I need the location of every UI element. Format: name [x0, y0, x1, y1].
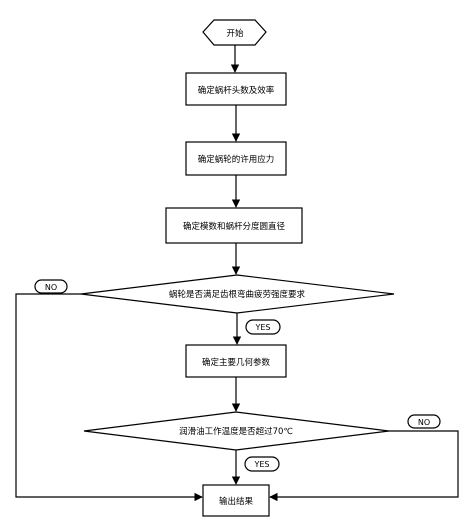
step-label: 输出结果 — [219, 496, 254, 507]
start-node: 开始 — [202, 19, 267, 46]
no-label-text: NO — [418, 418, 430, 427]
step-label: 确定模数和蜗杆分度圆直径 — [183, 221, 286, 232]
step-label: 确定蜗杆头数及效率 — [198, 85, 275, 96]
no-label-1: NO — [34, 279, 68, 294]
step-label: 确定蜗轮的许用应力 — [198, 154, 275, 165]
decision-label: 润滑油工作温度是否超过70℃ — [179, 426, 293, 437]
yes-label-1: YES — [245, 319, 281, 335]
no-branch-connector-2 — [269, 430, 459, 502]
step-determine-module-diameter: 确定模数和蜗杆分度圆直径 — [165, 207, 303, 244]
decision-fatigue-strength: 蜗轮是否满足齿根弯曲疲劳强度要求 — [80, 274, 395, 314]
step-label: 确定主要几何参数 — [202, 357, 271, 368]
no-branch-connector-1 — [15, 293, 203, 502]
start-label: 开始 — [226, 28, 244, 39]
step-determine-geometry: 确定主要几何参数 — [185, 344, 287, 378]
step-determine-allowable-stress: 确定蜗轮的许用应力 — [185, 141, 287, 176]
step-output-results: 输出结果 — [202, 484, 270, 517]
yes-label-2: YES — [244, 456, 280, 472]
yes-label-text: YES — [253, 460, 269, 469]
step-determine-worm-heads: 确定蜗杆头数及效率 — [185, 72, 287, 106]
no-label-2: NO — [407, 414, 441, 429]
decision-oil-temperature: 润滑油工作温度是否超过70℃ — [83, 411, 390, 451]
yes-label-text: YES — [254, 323, 270, 332]
no-label-text: NO — [45, 283, 57, 292]
decision-label: 蜗轮是否满足齿根弯曲疲劳强度要求 — [169, 289, 306, 300]
